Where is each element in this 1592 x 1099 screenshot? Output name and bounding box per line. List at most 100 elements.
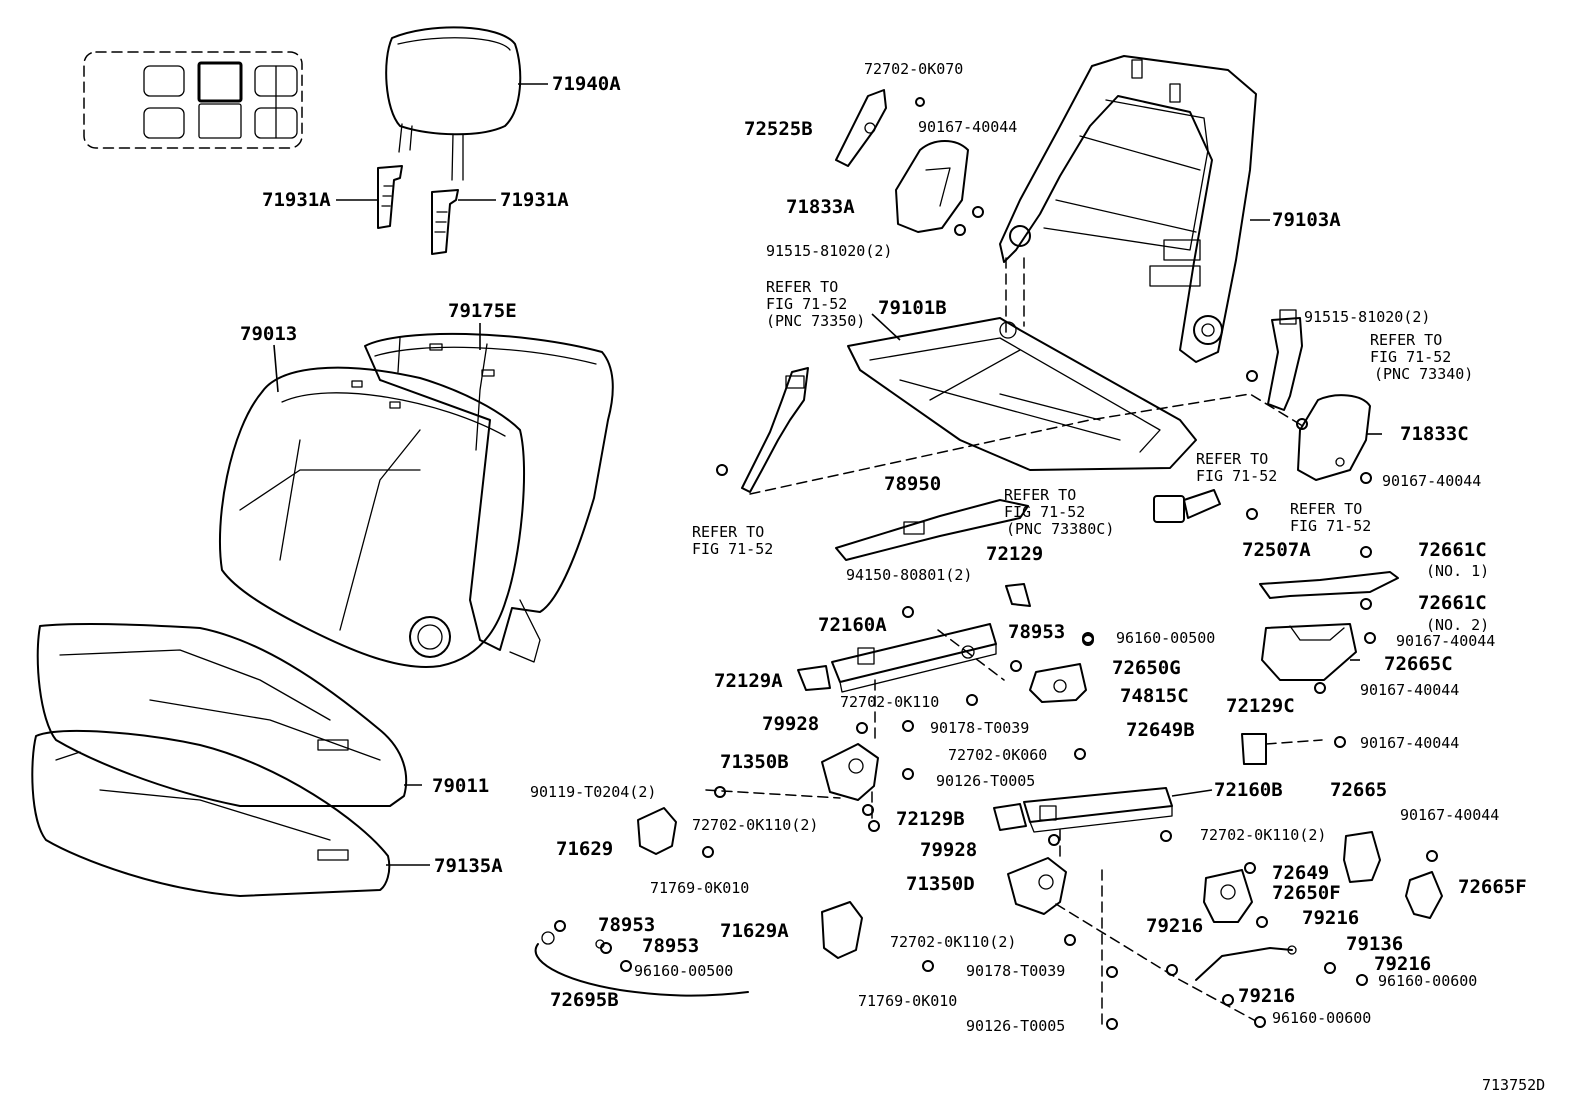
label-71833A: 71833A [786, 196, 855, 218]
label-91515-81020-b: 91515-81020(2) [1304, 308, 1430, 326]
label-90167-40044-d: 90167-40044 [1360, 681, 1459, 699]
ref-note-1-line1: REFER TO [766, 278, 838, 296]
label-72702-0K110-d: 72702-0K110(2) [890, 933, 1016, 951]
cover-72129C-drawing [1241, 733, 1267, 765]
seat-locator-inset [83, 51, 303, 149]
label-96160-00500-a: 96160-00500 [1116, 629, 1215, 647]
lock-cover-72665C-drawing [1261, 623, 1357, 681]
lock-72650G-drawing [1029, 663, 1087, 703]
ref-note-4-line1: REFER TO [1196, 450, 1268, 468]
seatback-cover-drawing [219, 366, 526, 668]
label-72702-0K070: 72702-0K070 [864, 60, 963, 78]
label-79011: 79011 [432, 775, 489, 797]
release-lever-72507A-drawing [1259, 571, 1399, 599]
label-72129C: 72129C [1226, 695, 1295, 717]
label-90178-T0039-a: 90178-T0039 [930, 719, 1029, 737]
seat-track-72160A-drawing [831, 623, 997, 693]
label-79101B: 79101B [878, 297, 947, 319]
label-72661C-no1: 72661C [1418, 539, 1487, 561]
label-79216-d: 79216 [1238, 985, 1295, 1007]
headrest-drawing [385, 26, 522, 181]
label-96160-00500-b: 96160-00500 [634, 962, 733, 980]
label-78953-a: 78953 [1008, 621, 1065, 643]
label-72665: 72665 [1330, 779, 1387, 801]
belt-strap-78950-drawing [835, 499, 1029, 561]
lock-72650F-drawing [1203, 869, 1253, 923]
label-72649: 72649 [1272, 862, 1329, 884]
label-71629: 71629 [556, 838, 613, 860]
label-72661C-no2-note: (NO. 2) [1426, 616, 1489, 634]
label-71769-0K010-a: 71769-0K010 [650, 879, 749, 897]
label-90178-T0039-b: 90178-T0039 [966, 962, 1065, 980]
label-72649B: 72649B [1126, 719, 1195, 741]
lock-71350B-drawing [821, 743, 879, 801]
label-90126-T0005-b: 90126-T0005 [966, 1017, 1065, 1035]
hinge-cover-72525B-drawing [835, 89, 887, 167]
label-72695B: 72695B [550, 989, 619, 1011]
recliner-cover-71833A-drawing [895, 140, 969, 233]
label-79216-a: 79216 [1146, 915, 1203, 937]
leader-lines [273, 83, 1382, 866]
label-78953-c: 78953 [642, 935, 699, 957]
label-91515-81020-a: 91515-81020(2) [766, 242, 892, 260]
seat-cushion-pad-drawing [31, 730, 391, 897]
label-71350D: 71350D [906, 873, 975, 895]
label-72665C: 72665C [1384, 653, 1453, 675]
label-94150-80801: 94150-80801(2) [846, 566, 972, 584]
label-72129B: 72129B [896, 808, 965, 830]
ref-note-5-line3: (PNC 73380C) [1006, 520, 1114, 538]
label-96160-00600-a: 96160-00600 [1378, 972, 1477, 990]
label-71931A-left: 71931A [262, 189, 331, 211]
cover-72129B-drawing [993, 803, 1027, 831]
seatbelt-retractor-left-drawing [741, 367, 809, 493]
cover-72129A-drawing [797, 665, 831, 691]
label-72507A: 72507A [1242, 539, 1311, 561]
lock-71350D-drawing [1007, 857, 1067, 915]
ref-note-5-line1: REFER TO [1004, 486, 1076, 504]
label-72650F: 72650F [1272, 882, 1341, 904]
label-79928-b: 79928 [920, 839, 977, 861]
seatbelt-buckle-right-drawing [1267, 309, 1303, 411]
label-71350B: 71350B [720, 751, 789, 773]
figure-id: 713752D [1482, 1076, 1545, 1094]
reference-notes: REFER TO FIG 71-52 (PNC 73350) REFER TO … [692, 278, 1473, 558]
cover-71629A-drawing [821, 901, 863, 959]
label-72702-0K110-c: 72702-0K110(2) [1200, 826, 1326, 844]
ref-note-1-line3: (PNC 73350) [766, 312, 865, 330]
label-96160-00600-b: 96160-00600 [1272, 1009, 1371, 1027]
label-71931A-right: 71931A [500, 189, 569, 211]
ref-note-2-line2: FIG 71-52 [692, 540, 773, 558]
label-72650G: 72650G [1112, 657, 1181, 679]
seatback-frame-79103A-drawing [999, 55, 1257, 363]
seat-cushion-cover-drawing [36, 623, 408, 807]
seat-cushion-frame-79101B-drawing [847, 317, 1197, 471]
label-79216-c: 79216 [1374, 953, 1431, 975]
label-79013: 79013 [240, 323, 297, 345]
label-79175E: 79175E [448, 300, 517, 322]
label-90167-40044-b: 90167-40044 [1382, 472, 1481, 490]
label-71769-0K010-b: 71769-0K010 [858, 992, 957, 1010]
label-72702-0K110-a: 72702-0K110 [840, 693, 939, 711]
seatback-pad-rear-drawing [364, 332, 614, 663]
label-78953-b: 78953 [598, 914, 655, 936]
label-79135A: 79135A [434, 855, 503, 877]
ref-note-4-line2: FIG 71-52 [1196, 467, 1277, 485]
cover-72665-drawing [1343, 831, 1381, 883]
label-71940A: 71940A [552, 73, 621, 95]
side-shield-71833C-drawing [1297, 394, 1371, 481]
label-79103A: 79103A [1272, 209, 1341, 231]
label-72129A: 72129A [714, 670, 783, 692]
label-90167-40044-a: 90167-40044 [918, 118, 1017, 136]
ref-note-3-line2: FIG 71-52 [1370, 348, 1451, 366]
label-90167-40044-e: 90167-40044 [1360, 734, 1459, 752]
label-72665F: 72665F [1458, 876, 1527, 898]
label-72702-0K060: 72702-0K060 [948, 746, 1047, 764]
label-79216-b: 79216 [1302, 907, 1359, 929]
label-79136: 79136 [1346, 933, 1403, 955]
center-buckle-drawing [1153, 489, 1221, 523]
cover-71629-drawing [637, 807, 677, 855]
part-labels: 71940A 71931A 71931A 79013 79175E 79011 … [240, 60, 1545, 1094]
label-72702-0K110-b: 72702-0K110(2) [692, 816, 818, 834]
label-72160A: 72160A [818, 614, 887, 636]
